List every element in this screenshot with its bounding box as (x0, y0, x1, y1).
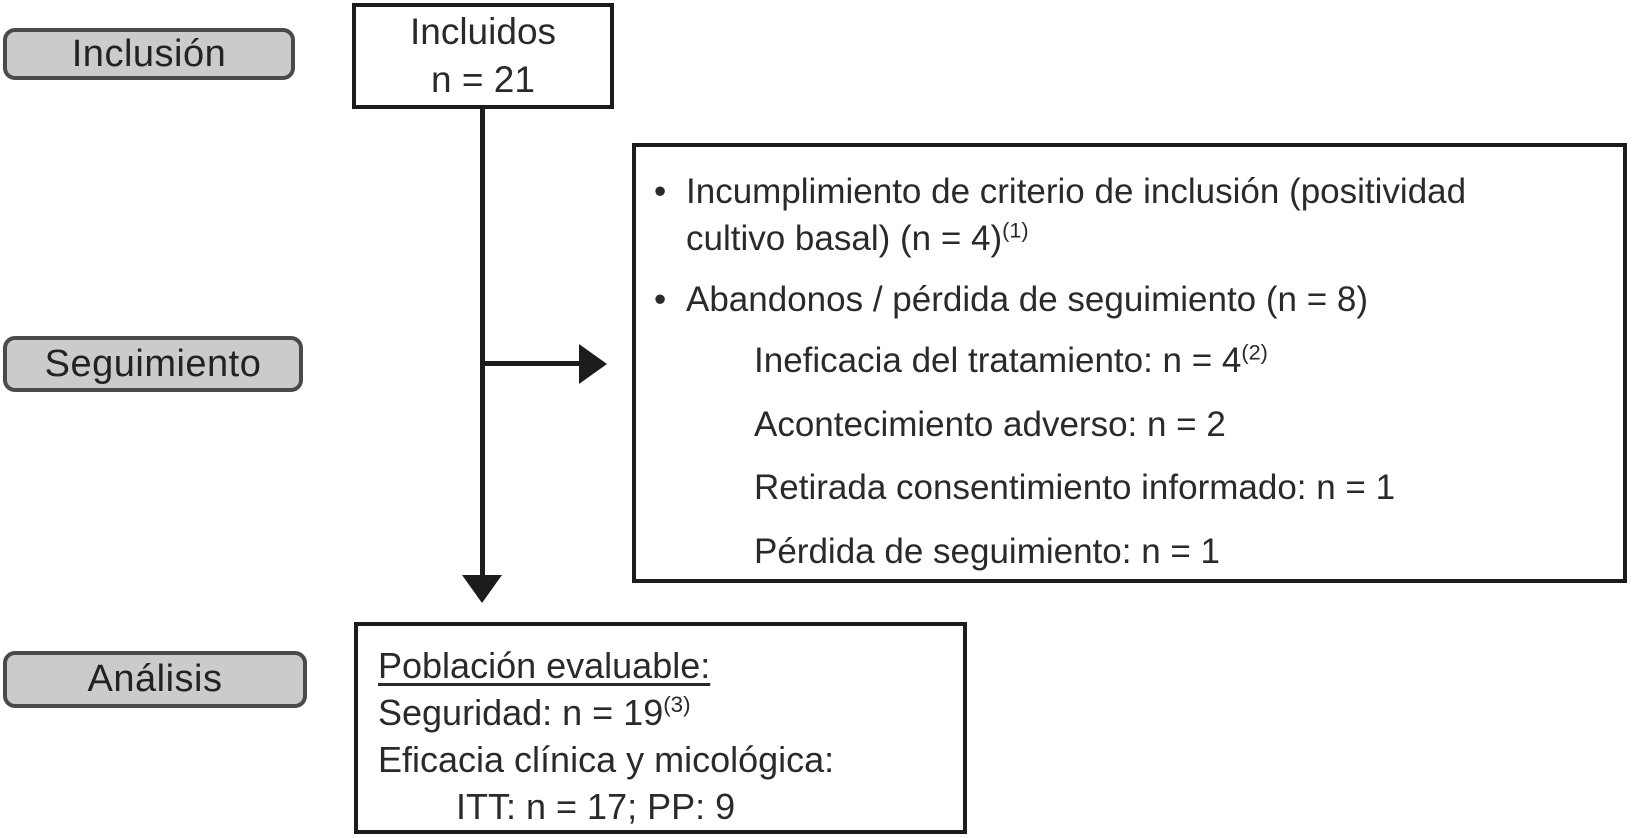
arrow-down-icon (462, 575, 502, 603)
stage-label-analisis-text: Análisis (87, 658, 223, 700)
dropout-reason-adverse-event: Acontecimiento adverso: n = 2 (754, 402, 1607, 449)
footnote-superscript-2: (2) (1241, 339, 1268, 365)
exclusion-item-criteria-text: Incumplimiento de criterio de inclusión … (686, 169, 1607, 263)
connector-horizontal-line (483, 361, 579, 366)
dropout-reason-inefficacy-text: Ineficacia del tratamiento: n = 4 (754, 340, 1242, 380)
dropout-reason-inefficacy: Ineficacia del tratamiento: n = 4(2) (754, 338, 1607, 385)
analysis-box-title: Población evaluable: (378, 642, 949, 689)
dropout-reason-adverse-event-text: Acontecimiento adverso: n = 2 (754, 404, 1226, 444)
stage-label-inclusion-text: Inclusión (71, 32, 227, 75)
exclusion-item-dropouts: • Abandonos / pérdida de seguimiento (n … (654, 277, 1607, 324)
exclusion-item-criteria: • Incumplimiento de criterio de inclusió… (654, 169, 1607, 263)
footnote-superscript-1: (1) (1002, 217, 1029, 243)
analysis-box-title-text: Población evaluable: (378, 645, 711, 686)
dropout-reason-consent-withdrawal-text: Retirada consentimiento informado: n = 1 (754, 468, 1396, 508)
included-box-line2: n = 21 (431, 59, 535, 100)
dropout-reason-consent-withdrawal: Retirada consentimiento informado: n = 1 (754, 465, 1607, 512)
stage-label-seguimiento-text: Seguimiento (44, 342, 262, 385)
included-box-line1: Incluidos (409, 10, 557, 52)
footnote-superscript-3: (3) (663, 692, 691, 718)
bullet-icon: • (654, 172, 667, 211)
stage-label-analisis: Análisis (3, 651, 307, 708)
stage-label-seguimiento: Seguimiento (3, 336, 303, 392)
bullet-icon: • (654, 279, 667, 319)
analysis-box-efficacy-line: Eficacia clínica y micológica: (378, 739, 835, 781)
analysis-box-itt-pp-line: ITT: n = 17; PP: 9 (456, 786, 736, 828)
analysis-box-safety-line: Seguridad: n = 19(3) (378, 689, 949, 736)
exclusion-item-criteria-line2: cultivo basal) (n = 4) (686, 218, 1003, 258)
stage-label-inclusion: Inclusión (3, 28, 295, 80)
exclusions-box: • Incumplimiento de criterio de inclusió… (632, 143, 1627, 583)
analysis-box-safety-text: Seguridad: n = 19 (378, 692, 664, 734)
included-box: Incluidos n = 21 (352, 3, 614, 109)
arrow-right-icon (579, 344, 607, 384)
exclusion-item-criteria-line1: Incumplimiento de criterio de inclusión … (686, 172, 1467, 211)
analysis-box: Población evaluable: Seguridad: n = 19(3… (354, 622, 967, 834)
dropout-reason-lost-followup: Pérdida de seguimiento: n = 1 (754, 529, 1607, 576)
dropout-reason-lost-followup-text: Pérdida de seguimiento: n = 1 (754, 532, 1221, 572)
exclusion-item-dropouts-text: Abandonos / pérdida de seguimiento (n = … (686, 279, 1368, 319)
connector-vertical-line (480, 109, 485, 576)
